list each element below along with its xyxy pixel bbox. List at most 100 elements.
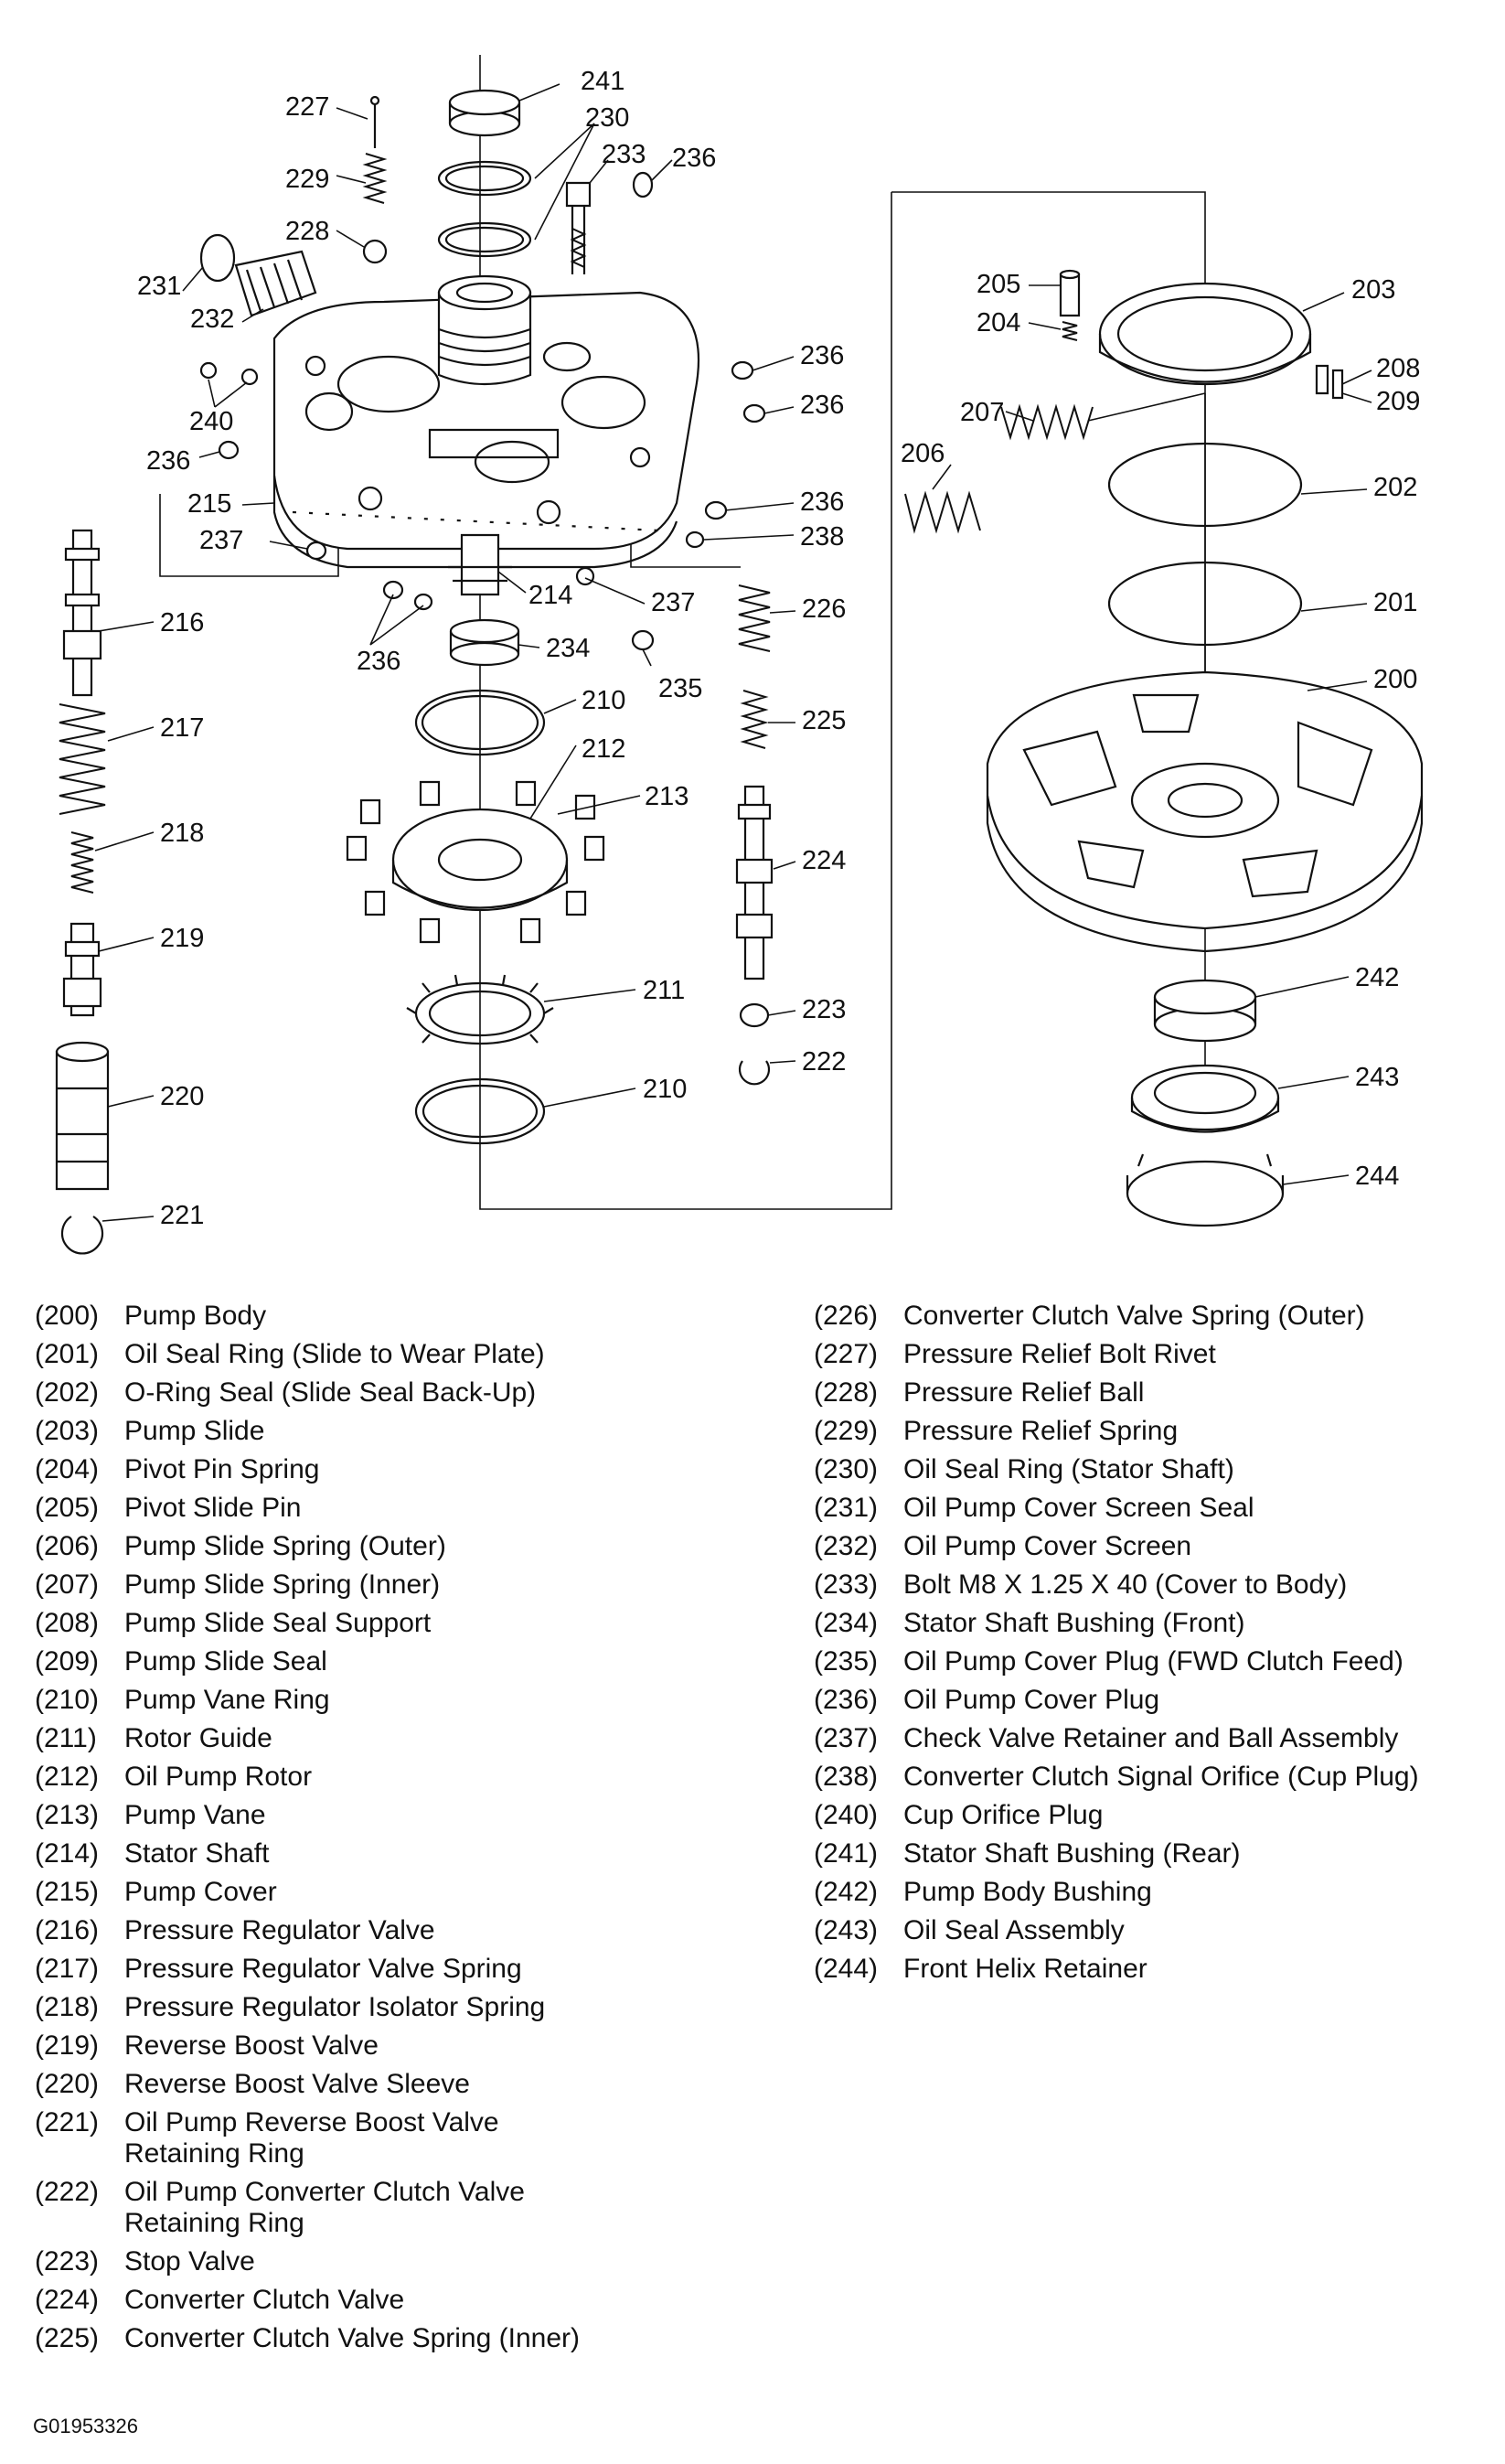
legend-item: (214) Stator Shaft (35, 1835, 748, 1873)
legend-item: (212) Oil Pump Rotor (35, 1758, 748, 1796)
legend-description: Pressure Regulator Isolator Spring (124, 1992, 546, 2022)
legend-item: (241)Stator Shaft Bushing (Rear) (814, 1835, 1490, 1873)
legend-item: (233)Bolt M8 X 1.25 X 40 (Cover to Body) (814, 1566, 1490, 1604)
legend-description: Oil Pump Cover Screen (903, 1531, 1192, 1561)
legend-item: (213)Pump Vane (35, 1796, 748, 1835)
legend-item: (208) Pump Slide Seal Support (35, 1604, 748, 1643)
callout-207: 207 (960, 398, 1004, 427)
pump-vane-ring-upper (414, 689, 546, 756)
legend-number: (210) (35, 1685, 100, 1715)
legend-number: (212) (35, 1762, 100, 1792)
callout-209: 209 (1376, 387, 1420, 416)
legend-description: Pressure Regulator Valve Spring (124, 1954, 522, 1984)
legend-number: (217) (35, 1954, 100, 1984)
callout-234: 234 (546, 634, 590, 663)
legend-number: (206) (35, 1531, 100, 1561)
callout-226: 226 (802, 595, 846, 624)
callout-212: 212 (582, 734, 625, 764)
legend-description: Pump Vane (124, 1800, 266, 1830)
legend-number: (224) (35, 2285, 100, 2315)
legend-description: Pump Slide Seal (124, 1646, 327, 1677)
pump-slide (1098, 282, 1312, 386)
converter-clutch-retaining-ring (738, 1060, 771, 1086)
legend-number: (242) (814, 1877, 879, 1907)
pressure-regulator-valve (62, 529, 102, 697)
exploded-parts-diagram: 241 230 227 229 228 233 236 231 232 240 … (55, 55, 1424, 1255)
reverse-boost-retaining-ring (60, 1216, 104, 1255)
callout-215: 215 (187, 489, 231, 519)
legend-right-column: (226) Converter Clutch Valve Spring (Oute… (814, 1297, 1490, 1988)
callout-228: 228 (285, 217, 329, 246)
legend-item: (242)Pump Body Bushing (814, 1873, 1490, 1912)
callout-203: 203 (1351, 275, 1395, 305)
legend-description: Oil Seal Ring (Stator Shaft) (903, 1454, 1234, 1484)
callout-223: 223 (802, 995, 846, 1024)
legend-item: (217) Pressure Regulator Valve Spring (35, 1950, 748, 1988)
callout-202: 202 (1373, 473, 1417, 502)
stator-bushing-rear (448, 89, 521, 137)
oil-seal-rings (437, 160, 532, 258)
legend-description: Oil Pump Reverse Boost Valve Retaining R… (124, 2107, 499, 2169)
legend-description: Converter Clutch Valve Spring (Inner) (124, 2323, 580, 2353)
legend-description: Oil Pump Cover Screen Seal (903, 1493, 1254, 1523)
callout-238: 238 (800, 522, 844, 552)
legend-number: (232) (814, 1531, 879, 1561)
callout-217: 217 (160, 713, 204, 743)
pivot-slide-pin (1059, 269, 1081, 317)
legend-number: (208) (35, 1608, 100, 1638)
legend-description: Oil Pump Cover Plug (FWD Clutch Feed) (903, 1646, 1404, 1677)
legend-item: (209) Pump Slide Seal (35, 1643, 748, 1681)
legend-item: (240)Cup Orifice Plug (814, 1796, 1490, 1835)
legend-item: (231)Oil Pump Cover Screen Seal (814, 1489, 1490, 1527)
legend-item: (222)Oil Pump Converter Clutch Valve Ret… (35, 2173, 748, 2243)
legend-number: (211) (35, 1723, 97, 1753)
figure-id: G01953326 (33, 2415, 138, 2437)
callout-222: 222 (802, 1047, 846, 1077)
legend-item: (229)Pressure Relief Spring (814, 1412, 1490, 1451)
legend-item: (216)Pressure Regulator Valve (35, 1912, 748, 1950)
legend-number: (200) (35, 1301, 100, 1331)
legend-item: (203)Pump Slide (35, 1412, 748, 1451)
legend-item: (237)Check Valve Retainer and Ball Assem… (814, 1719, 1490, 1758)
rotor-guide (406, 974, 554, 1045)
callout-204: 204 (977, 308, 1020, 337)
legend-description: Oil Pump Rotor (124, 1762, 313, 1792)
legend-description: Check Valve Retainer and Ball Assembly (903, 1723, 1399, 1753)
reverse-boost-valve (62, 922, 102, 1017)
callout-231: 231 (137, 272, 181, 301)
legend-item: (201)Oil Seal Ring (Slide to Wear Plate) (35, 1335, 748, 1374)
reverse-boost-valve-sleeve (55, 1041, 110, 1191)
legend-number: (215) (35, 1877, 100, 1907)
legend-description: Rotor Guide (124, 1723, 272, 1753)
legend-item: (210)Pump Vane Ring (35, 1681, 748, 1719)
legend-item: (205)Pivot Slide Pin (35, 1489, 748, 1527)
legend-description: Converter Clutch Valve Spring (Outer) (903, 1301, 1365, 1331)
callout-210: 210 (643, 1075, 687, 1104)
callout-224: 224 (802, 846, 846, 875)
legend-description: Stator Shaft (124, 1838, 270, 1869)
legend-left-column: (200)Pump Body(201)Oil Seal Ring (Slide … (35, 1297, 748, 2358)
stator-shaft (448, 533, 512, 596)
callout-236: 236 (672, 144, 716, 173)
callout-243: 243 (1355, 1063, 1399, 1092)
legend-number: (209) (35, 1646, 100, 1677)
pressure-regulator-spring (59, 703, 106, 815)
legend-item: (207)Pump Slide Spring (Inner) (35, 1566, 748, 1604)
legend-description: Reverse Boost Valve (124, 2030, 379, 2061)
callout-230: 230 (585, 103, 629, 133)
legend-description: Stator Shaft Bushing (Front) (903, 1608, 1245, 1638)
legend-description: O-Ring Seal (Slide Seal Back-Up) (124, 1377, 537, 1408)
legend-description: Front Helix Retainer (903, 1954, 1147, 1984)
legend-number: (226) (814, 1301, 879, 1331)
legend-number: (227) (814, 1339, 879, 1369)
legend-description: Pivot Pin Spring (124, 1454, 320, 1484)
callout-213: 213 (645, 782, 688, 811)
legend-number: (214) (35, 1838, 100, 1869)
legend-description: Converter Clutch Signal Orifice (Cup Plu… (903, 1762, 1419, 1792)
legend-item: (228)Pressure Relief Ball (814, 1374, 1490, 1412)
legend-item: (236)Oil Pump Cover Plug (814, 1681, 1490, 1719)
oil-seal-assembly (1130, 1064, 1280, 1133)
legend-description: Pump Slide Seal Support (124, 1608, 432, 1638)
callout-236: 236 (800, 391, 844, 420)
legend-item: (215)Pump Cover (35, 1873, 748, 1912)
